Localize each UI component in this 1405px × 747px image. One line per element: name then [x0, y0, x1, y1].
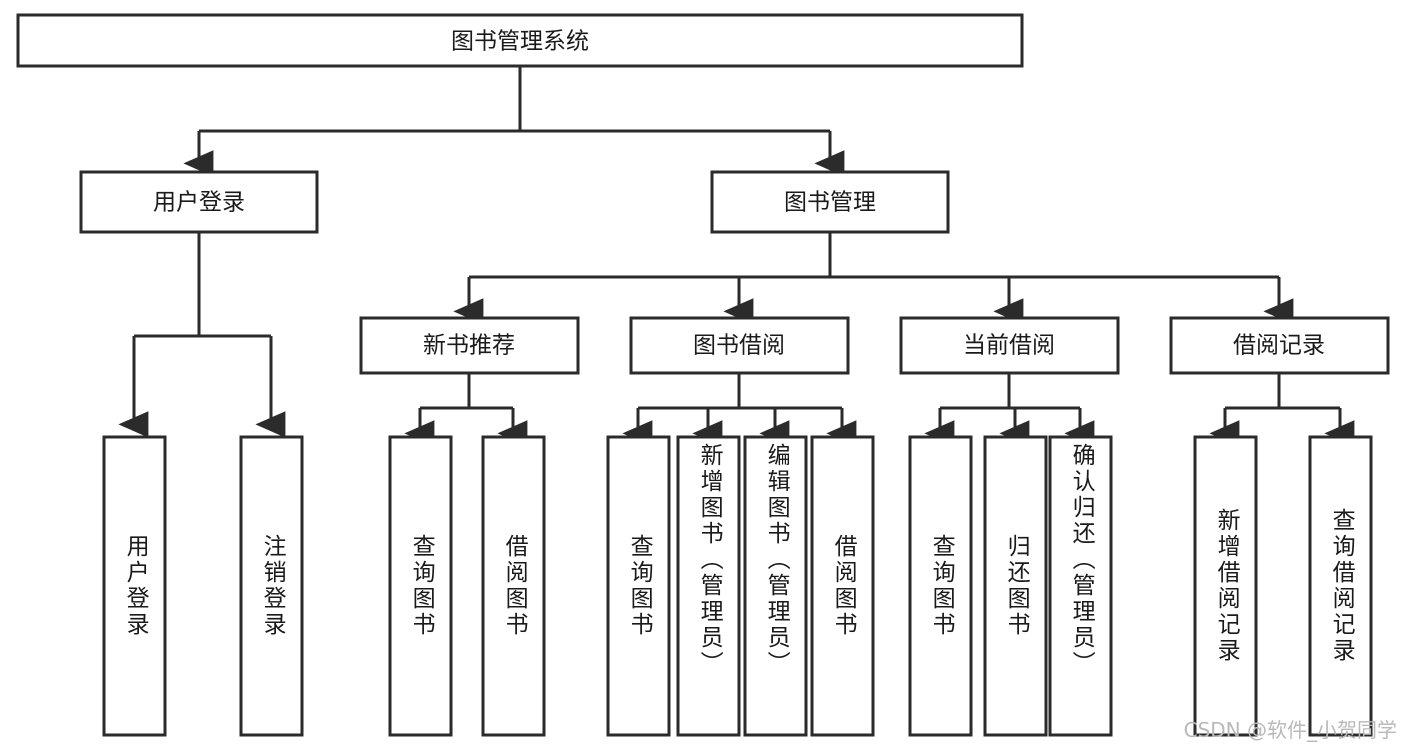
node-book-management[interactable]: 图书管理 — [710, 170, 950, 234]
node-leaf-confirm-return-admin[interactable] — [1048, 435, 1113, 737]
edge-group-currentborrow-to-leaves — [924, 373, 1095, 447]
node-leaf-query-book-3[interactable] — [908, 435, 973, 737]
node-leaf-borrow-book-1[interactable] — [481, 435, 546, 737]
edge-group-bookborrow-to-leaves — [622, 373, 857, 447]
node-new-book-recommend[interactable]: 新书推荐 — [359, 316, 580, 375]
node-book-management-label: 图书管理 — [784, 190, 876, 216]
node-current-borrow[interactable]: 当前借阅 — [899, 316, 1120, 375]
node-book-borrow-label: 图书借阅 — [693, 333, 785, 359]
node-leaf-edit-book-admin[interactable] — [743, 435, 808, 737]
edge-group-userlogin-to-leaves — [118, 232, 286, 438]
leaf-rects-current-borrow — [908, 435, 1113, 737]
node-root[interactable]: 图书管理系统 — [16, 13, 1024, 68]
leaf-rects-new-book-recommend — [388, 435, 546, 737]
edge-group-borrowrecord-to-leaves — [1209, 373, 1355, 447]
node-leaf-add-borrow-record[interactable] — [1193, 435, 1258, 737]
csdn-watermark: CSDN @软件_小贺同学 — [1183, 718, 1397, 742]
node-current-borrow-label: 当前借阅 — [963, 333, 1055, 359]
node-leaf-user-login[interactable] — [102, 435, 167, 737]
node-leaf-borrow-book-2[interactable] — [810, 435, 875, 737]
edge-group-root-to-level2 — [183, 66, 845, 177]
node-leaf-logout-login[interactable] — [239, 435, 304, 737]
node-leaf-add-book-admin[interactable] — [676, 435, 741, 737]
leaf-rects-borrow-record — [1193, 435, 1373, 737]
node-borrow-record-label: 借阅记录 — [1233, 333, 1325, 359]
leaf-rects-user-login — [102, 435, 304, 737]
node-leaf-query-book-2[interactable] — [606, 435, 671, 737]
node-user-login-label: 用户登录 — [153, 190, 245, 216]
node-new-book-recommend-label: 新书推荐 — [423, 333, 515, 359]
node-leaf-return-book[interactable] — [983, 435, 1048, 737]
node-leaf-query-borrow-record[interactable] — [1308, 435, 1373, 737]
edge-group-bookmgmt-to-level3 — [453, 232, 1294, 325]
node-borrow-record[interactable]: 借阅记录 — [1169, 316, 1390, 375]
node-book-borrow[interactable]: 图书借阅 — [629, 316, 850, 375]
node-leaf-query-book-1[interactable] — [388, 435, 453, 737]
node-root-label: 图书管理系统 — [451, 29, 589, 55]
edge-group-newbook-to-leaves — [404, 373, 528, 447]
node-user-login[interactable]: 用户登录 — [79, 170, 319, 234]
leaf-rects-book-borrow — [606, 435, 875, 737]
